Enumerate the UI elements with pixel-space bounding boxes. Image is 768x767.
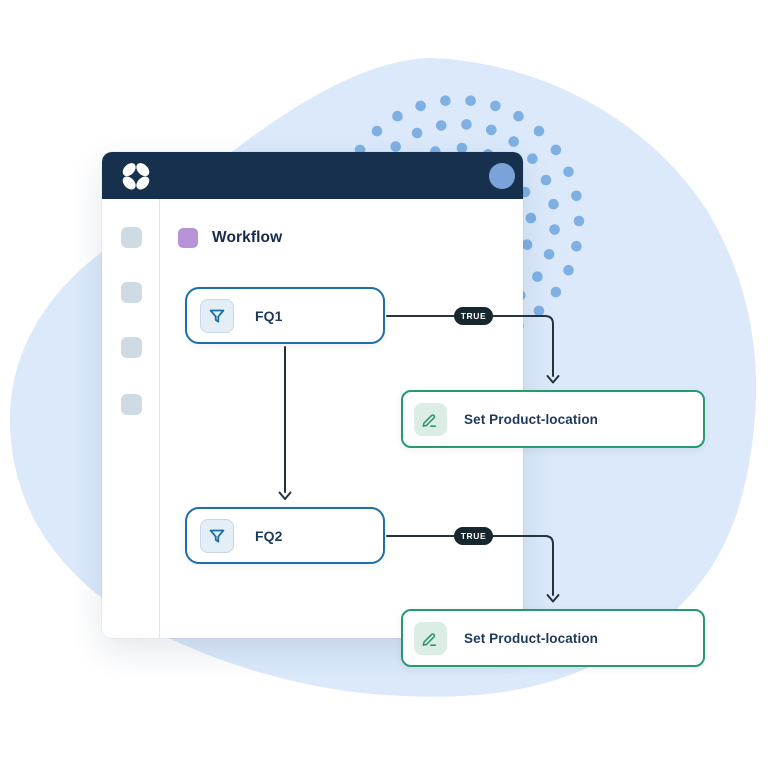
user-avatar[interactable] <box>489 162 515 189</box>
workflow-icon <box>178 228 198 248</box>
condition-badge-true-2: TRUE <box>454 527 493 545</box>
condition-badge-true-1: TRUE <box>454 307 493 325</box>
page-title: Workflow <box>212 229 283 246</box>
node-label: FQ1 <box>255 307 283 324</box>
node-label: FQ2 <box>255 527 283 544</box>
sidebar-item-3[interactable] <box>121 337 142 358</box>
sidebar-item-1[interactable] <box>121 227 142 248</box>
action-node-set-product-location-1[interactable]: Set Product-location <box>401 390 705 448</box>
filter-icon <box>200 518 234 553</box>
edit-icon <box>414 621 447 655</box>
node-label: Set Product-location <box>464 630 599 646</box>
node-label: Set Product-location <box>464 411 599 427</box>
sidebar <box>102 199 160 638</box>
workflow-title-row: Workflow <box>178 228 282 248</box>
app-logo-pinwheel-icon <box>122 162 150 189</box>
action-node-set-product-location-2[interactable]: Set Product-location <box>401 609 705 667</box>
filter-icon <box>200 298 234 333</box>
filter-node-fq1[interactable]: FQ1 <box>185 287 385 344</box>
edit-icon <box>414 402 447 436</box>
app-header <box>102 152 523 199</box>
sidebar-item-2[interactable] <box>121 282 142 303</box>
sidebar-item-4[interactable] <box>121 394 142 415</box>
filter-node-fq2[interactable]: FQ2 <box>185 507 385 564</box>
